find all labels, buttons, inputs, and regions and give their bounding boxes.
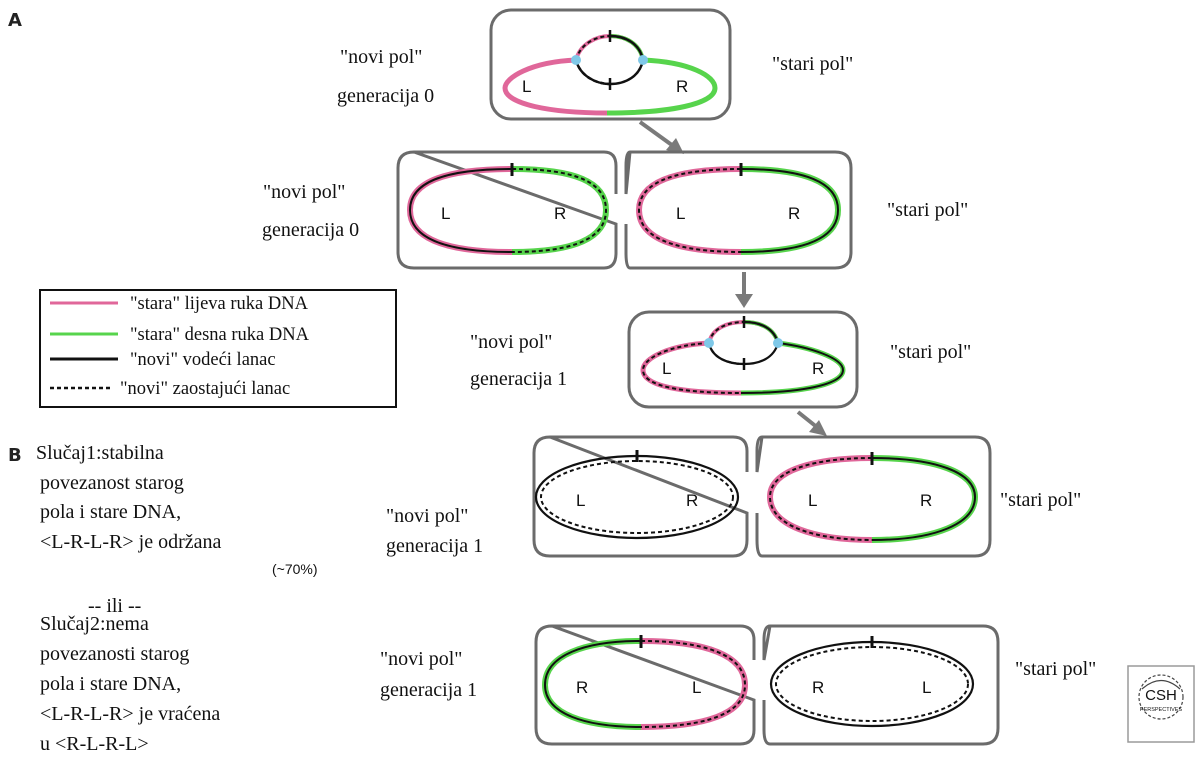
legend: "stara" lijeva ruka DNA "stara" desna ruk…	[39, 289, 397, 408]
case1-line: Slučaj1:stabilna	[36, 442, 164, 464]
generation-label: generacija 1	[380, 679, 477, 701]
replication-fork	[773, 338, 783, 348]
arm-label-right: R	[812, 678, 824, 697]
case2-line: povezanosti starog	[40, 643, 189, 665]
arm-label-left: L	[808, 491, 817, 510]
progression-arrow	[796, 410, 827, 436]
csh-logo: CSH PERSPECTIVES	[1127, 665, 1195, 743]
generation-label: generacija 1	[386, 535, 483, 557]
arm-label-right: R	[554, 204, 566, 223]
arm-label-right: R	[676, 77, 688, 96]
case2-line: pola i stare DNA,	[40, 673, 181, 695]
cell-gen1-case2: R L R L	[534, 624, 1000, 746]
cell-gen0-replicating: L R	[489, 8, 732, 121]
new-pole-label: "novi pol"	[340, 46, 422, 68]
new-pole-label: "novi pol"	[380, 648, 462, 670]
case2-description: Slučaj2:nema povezanosti starog pola i s…	[40, 613, 220, 755]
case1-line: pola i stare DNA,	[40, 501, 181, 523]
new-pole-label: "novi pol"	[263, 181, 345, 203]
old-pole-label: "stari pol"	[890, 341, 971, 363]
arm-label-right: R	[788, 204, 800, 223]
or-separator: -- ili --	[88, 595, 141, 617]
arm-label-left: L	[441, 204, 450, 223]
generation-label: generacija 1	[470, 368, 567, 390]
arm-label-left: L	[522, 77, 531, 96]
case1-line: <L-R-L-R> je održana	[40, 531, 222, 553]
old-left-arm	[502, 57, 608, 116]
cell-outline	[627, 310, 859, 409]
legend-label-old-right: "stara" desna ruka DNA	[130, 325, 310, 345]
arm-label-right: R	[686, 491, 698, 510]
replication-fork	[638, 55, 648, 65]
logo-subtext: PERSPECTIVES	[1140, 707, 1183, 713]
panel-label-a: A	[8, 10, 22, 31]
old-pole-label: "stari pol"	[1015, 658, 1096, 680]
replication-fork	[704, 338, 714, 348]
cell-gen1-replicating: L R	[627, 310, 859, 409]
old-pole-label: "stari pol"	[1000, 489, 1081, 511]
new-pole-label: "novi pol"	[470, 331, 552, 353]
cell-outline	[489, 8, 732, 121]
arm-label-right: R	[576, 678, 588, 697]
generation-label: generacija 0	[337, 85, 434, 107]
case2-line: u <R-L-R-L>	[40, 733, 149, 755]
percentage-label: (~70%)	[272, 561, 318, 577]
arm-label-left: L	[662, 359, 671, 378]
generation-label: generacija 0	[262, 219, 359, 241]
old-pole-label: "stari pol"	[772, 53, 853, 75]
case2-line: Slučaj2:nema	[40, 613, 149, 635]
cell-gen0-dividing: L R L R	[396, 150, 853, 270]
cell-gen1-case1: L R L R	[532, 435, 992, 558]
legend-label-old-left: "stara" lijeva ruka DNA	[130, 294, 309, 314]
arm-label-right: R	[920, 491, 932, 510]
progression-arrow	[735, 272, 753, 308]
replication-fork	[571, 55, 581, 65]
arm-label-left: L	[576, 491, 585, 510]
case2-line: <L-R-L-R> je vraćena	[40, 703, 220, 725]
logo-text: CSH	[1145, 687, 1177, 704]
old-right-arm	[606, 57, 718, 116]
new-pole-label: "novi pol"	[386, 505, 468, 527]
progression-arrow	[638, 120, 684, 154]
legend-label-new-lagging: "novi" zaostajući lanac	[120, 379, 290, 399]
arm-label-left: L	[676, 204, 685, 223]
arm-label-left: L	[922, 678, 931, 697]
panel-label-b: B	[8, 445, 22, 466]
case1-description: Slučaj1:stabilna povezanost starog pola …	[36, 442, 318, 577]
arm-label-left: L	[692, 678, 701, 697]
old-pole-label: "stari pol"	[887, 199, 968, 221]
case1-line: povezanost starog	[40, 472, 184, 494]
legend-label-new-leading: "novi" vodeći lanac	[130, 350, 276, 370]
arm-label-right: R	[812, 359, 824, 378]
